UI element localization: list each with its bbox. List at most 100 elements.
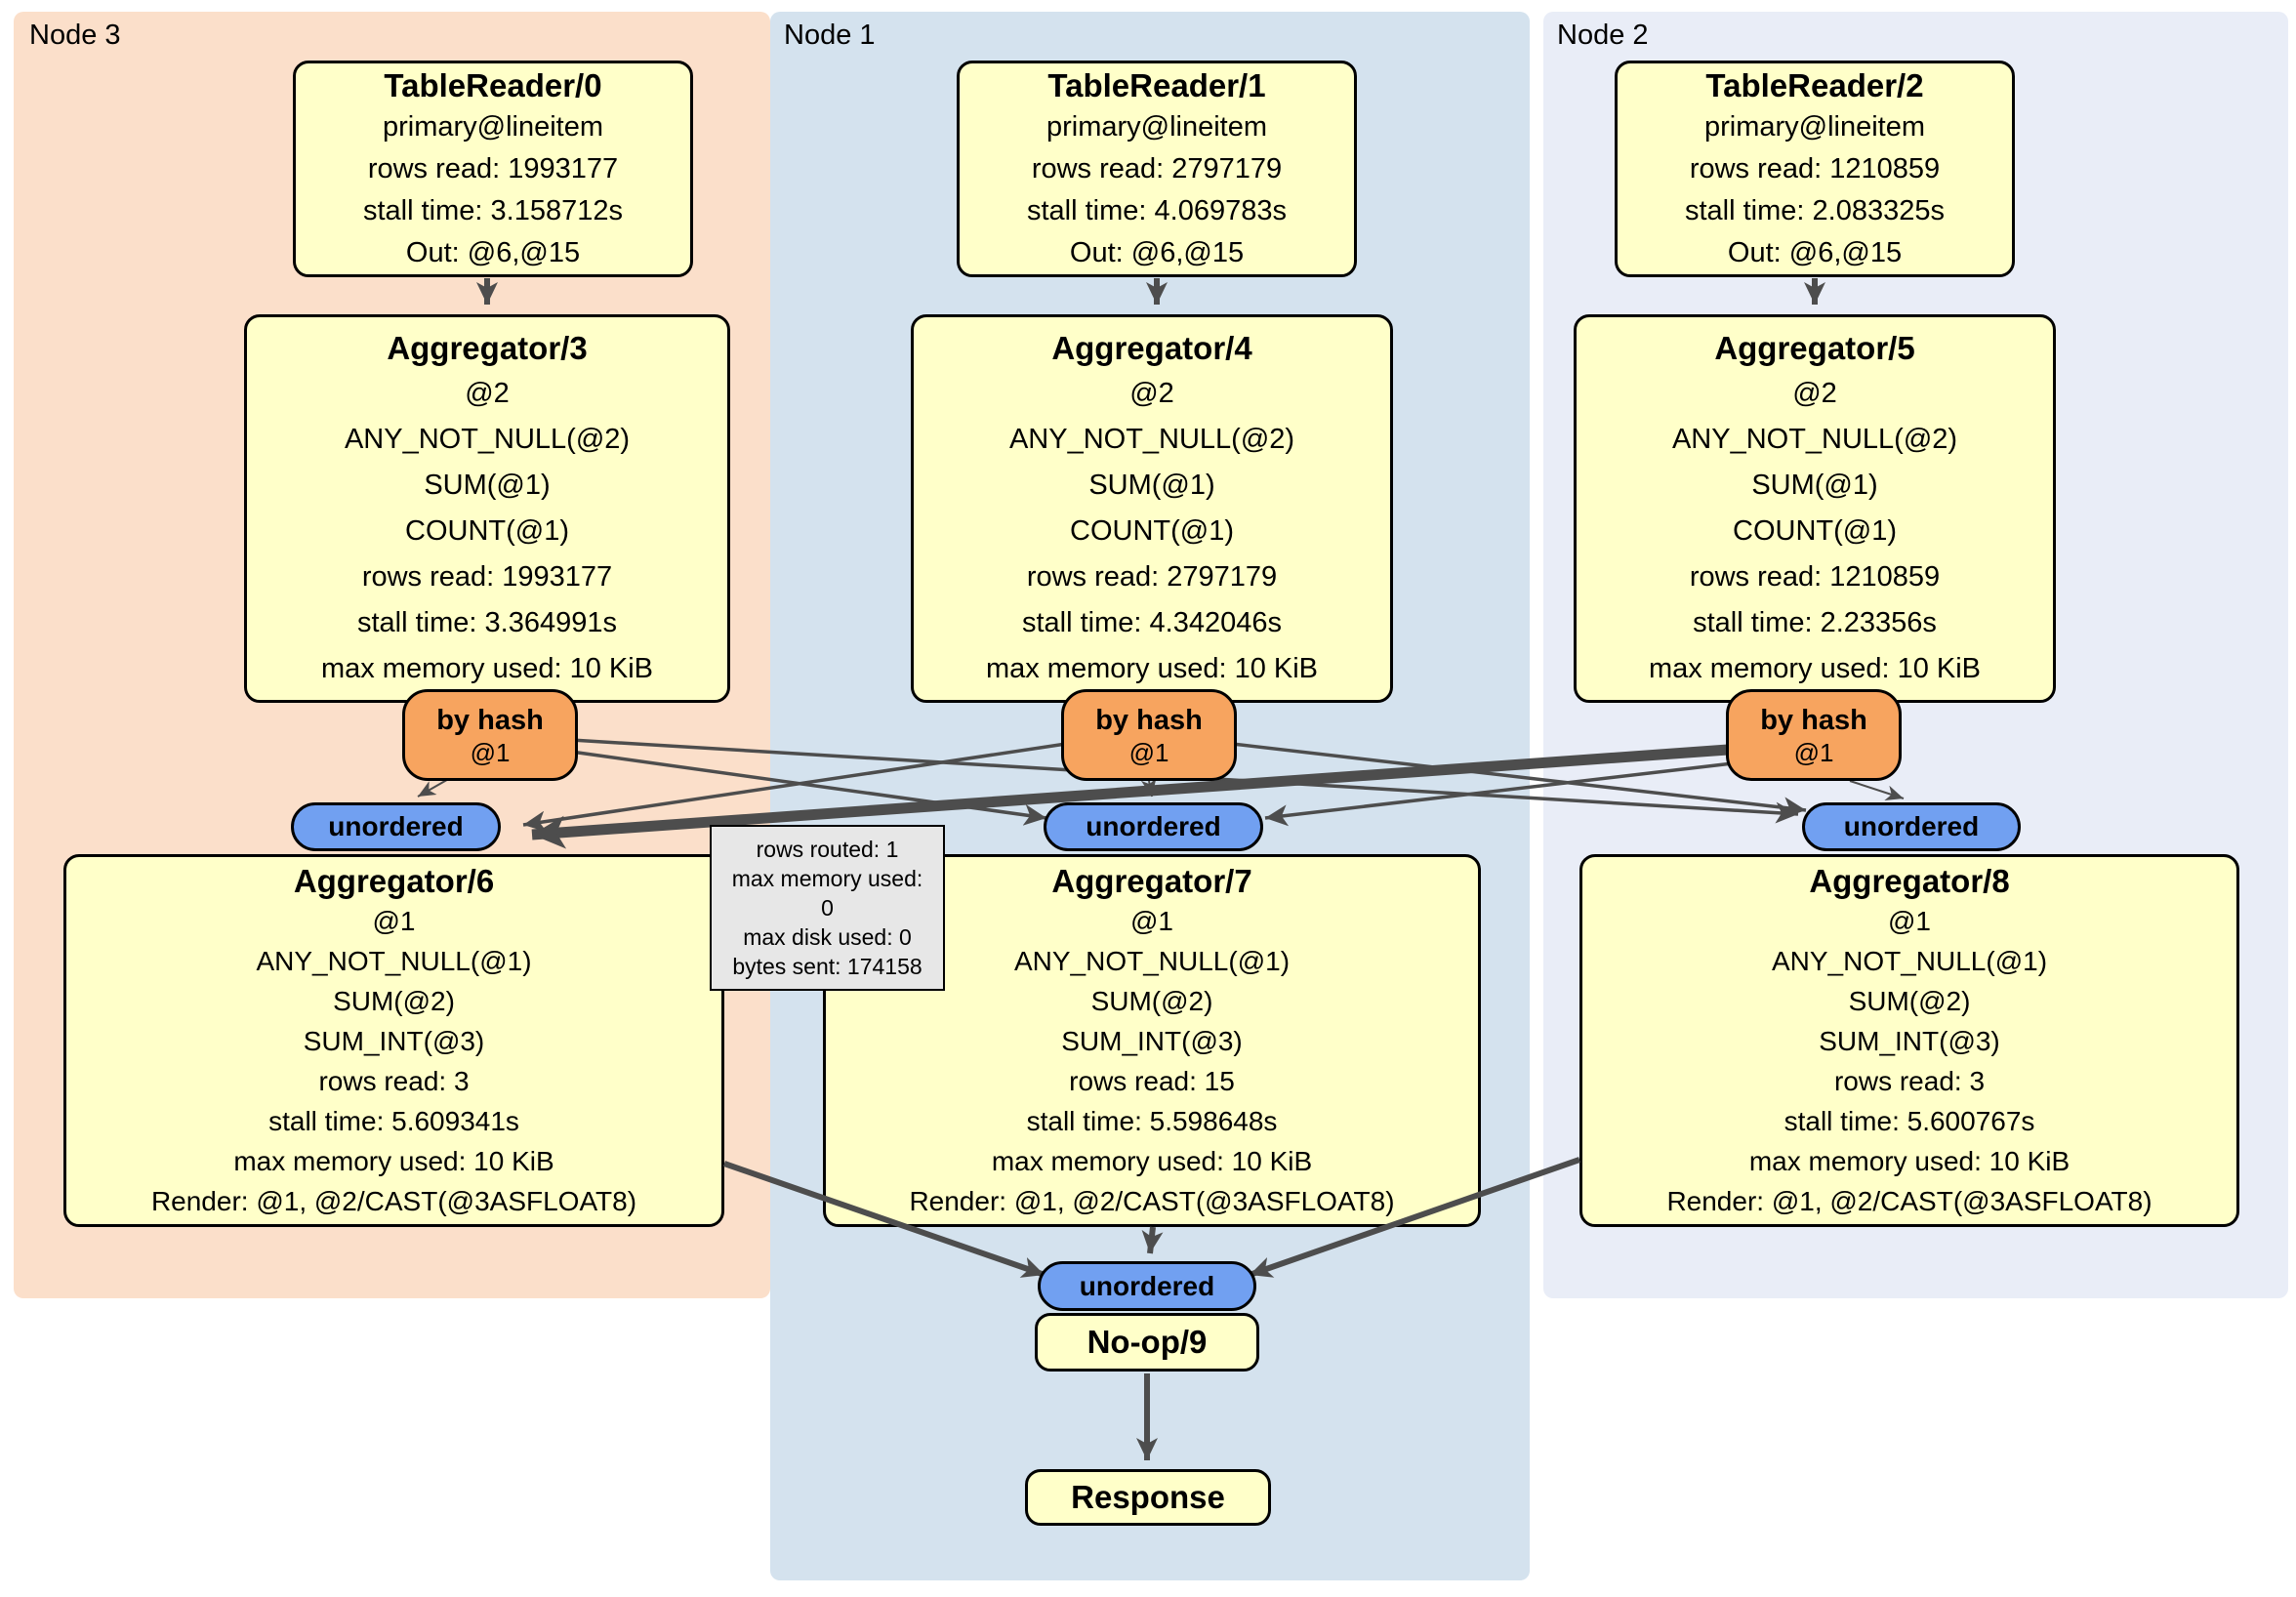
stat-line: Render: @1, @2/CAST(@3ASFLOAT8) <box>150 1185 637 1216</box>
aggregator-5-box: Aggregator/5 @2 ANY_NOT_NULL(@2) SUM(@1)… <box>1574 314 2056 703</box>
stat-line: SUM_INT(@3) <box>1061 1025 1243 1056</box>
stat-line: ANY_NOT_NULL(@2) <box>1671 424 1958 455</box>
stat-line: max memory used: 10 KiB <box>1648 653 1982 684</box>
hash-router-2: by hash @1 <box>1726 689 1902 781</box>
aggregator-3-title: Aggregator/3 <box>387 330 588 366</box>
aggregator-8-box: Aggregator/8 @1 ANY_NOT_NULL(@1) SUM(@2)… <box>1579 854 2239 1227</box>
stat-line: max memory used: 10 KiB <box>985 653 1319 684</box>
stat-line: stall time: 2.083325s <box>1685 194 1945 226</box>
stat-line: max memory used: 10 KiB <box>320 653 654 684</box>
node-3-label: Node 3 <box>29 20 121 51</box>
edge-hash2-unordered0[interactable] <box>531 744 1729 849</box>
unordered-stream-2: unordered <box>1802 802 2021 851</box>
stat-line: max memory used: 10 KiB <box>233 1145 554 1176</box>
stat-line: Render: @1, @2/CAST(@3ASFLOAT8) <box>1666 1185 2152 1216</box>
hash-router-0-label: by hash <box>436 705 544 736</box>
tooltip-line: max memory used: 0 <box>731 866 923 921</box>
stat-line: rows read: 1993177 <box>361 561 613 593</box>
stat-line: primary@lineitem <box>382 110 604 143</box>
stat-line: Out: @6,@15 <box>1069 236 1245 268</box>
stat-line: rows read: 1210859 <box>1689 152 1941 184</box>
node-2-label: Node 2 <box>1557 20 1649 51</box>
noop-box: No-op/9 <box>1035 1313 1259 1372</box>
stat-line: stall time: 4.069783s <box>1027 194 1287 226</box>
tablereader-2-box: TableReader/2 primary@lineitem rows read… <box>1615 61 2015 277</box>
stat-line: @1 <box>1888 905 1931 936</box>
aggregator-5-title: Aggregator/5 <box>1714 330 1915 366</box>
tablereader-0-box: TableReader/0 primary@lineitem rows read… <box>293 61 693 277</box>
stat-line: rows read: 15 <box>1069 1065 1235 1096</box>
stat-line: ANY_NOT_NULL(@1) <box>256 945 532 976</box>
aggregator-3-box: Aggregator/3 @2 ANY_NOT_NULL(@2) SUM(@1)… <box>244 314 730 703</box>
stat-line: ANY_NOT_NULL(@2) <box>344 424 631 455</box>
stat-line: @1 <box>1130 905 1173 936</box>
tablereader-1-box: TableReader/1 primary@lineitem rows read… <box>957 61 1357 277</box>
aggregator-7-title: Aggregator/7 <box>1051 862 1252 899</box>
stat-line: rows read: 1993177 <box>367 152 619 184</box>
stat-line: SUM(@1) <box>1088 470 1215 501</box>
hash-router-2-label: by hash <box>1760 705 1867 736</box>
tooltip-line: bytes sent: 174158 <box>732 954 922 979</box>
stat-line: COUNT(@1) <box>1070 515 1234 547</box>
stat-line: primary@lineitem <box>1703 110 1926 143</box>
final-unordered-stream: unordered <box>1038 1261 1256 1311</box>
edge-aggregator8-final <box>1249 1157 1580 1278</box>
stat-line: ANY_NOT_NULL(@1) <box>1771 945 2048 976</box>
stat-line: @2 <box>1792 378 1837 409</box>
stat-line: COUNT(@1) <box>1733 515 1897 547</box>
aggregator-6-title: Aggregator/6 <box>293 862 495 899</box>
stat-line: stall time: 5.609341s <box>268 1105 519 1136</box>
stat-line: SUM(@1) <box>1751 470 1878 501</box>
edge-aggregator7-final <box>1141 1226 1164 1254</box>
hash-router-2-columns: @1 <box>1793 738 1834 767</box>
stat-line: max memory used: 10 KiB <box>1748 1145 2070 1176</box>
unordered-stream-2-label: unordered <box>1843 811 1980 841</box>
edge-hash1-unordered2 <box>1231 742 1807 819</box>
stat-line: SUM(@2) <box>333 985 455 1016</box>
edge-hash1-unordered0 <box>522 742 1067 833</box>
hash-router-0-columns: @1 <box>470 738 511 767</box>
stat-line: stall time: 4.342046s <box>1022 607 1282 638</box>
stat-line: SUM(@2) <box>1090 985 1213 1016</box>
stat-line: rows read: 3 <box>318 1065 470 1096</box>
edge-stats-tooltip: rows routed: 1 max memory used: 0 max di… <box>710 825 945 991</box>
final-unordered-stream-label: unordered <box>1079 1270 1215 1301</box>
stat-line: @2 <box>1129 378 1174 409</box>
stat-line: ANY_NOT_NULL(@2) <box>1008 424 1295 455</box>
unordered-stream-0: unordered <box>291 802 501 851</box>
unordered-stream-1: unordered <box>1044 802 1263 851</box>
stat-line: primary@lineitem <box>1046 110 1268 143</box>
unordered-stream-0-label: unordered <box>328 811 464 841</box>
tooltip-line: rows routed: 1 <box>756 837 899 862</box>
hash-router-1: by hash @1 <box>1061 689 1237 781</box>
stat-line: rows read: 3 <box>1833 1065 1986 1096</box>
node-1-label: Node 1 <box>784 20 876 51</box>
stat-line: @2 <box>465 378 510 409</box>
stat-line: rows read: 2797179 <box>1031 152 1283 184</box>
stat-line: ANY_NOT_NULL(@1) <box>1013 945 1291 976</box>
stat-line: SUM(@1) <box>424 470 551 501</box>
tooltip-line: max disk used: 0 <box>743 924 912 950</box>
stat-line: Out: @6,@15 <box>405 236 581 268</box>
stat-line: @1 <box>372 905 416 936</box>
hash-router-1-columns: @1 <box>1128 738 1169 767</box>
stat-line: SUM_INT(@3) <box>1819 1025 2000 1056</box>
response-box: Response <box>1025 1469 1271 1526</box>
tablereader-0-title: TableReader/0 <box>384 66 602 103</box>
unordered-stream-1-label: unordered <box>1086 811 1221 841</box>
stat-line: stall time: 3.158712s <box>363 194 623 226</box>
stat-line: max memory used: 10 KiB <box>991 1145 1313 1176</box>
aggregator-4-title: Aggregator/4 <box>1051 330 1252 366</box>
edge-hash2-unordered1 <box>1264 761 1734 827</box>
stat-line: stall time: 2.23356s <box>1693 607 1937 638</box>
stat-line: stall time: 5.600767s <box>1784 1105 2035 1136</box>
stat-line: SUM(@2) <box>1848 985 1971 1016</box>
stat-line: stall time: 5.598648s <box>1026 1105 1278 1136</box>
hash-router-1-label: by hash <box>1095 705 1203 736</box>
stat-line: stall time: 3.364991s <box>357 607 617 638</box>
response-title: Response <box>1071 1479 1225 1515</box>
stat-line: COUNT(@1) <box>405 515 569 547</box>
stat-line: rows read: 2797179 <box>1026 561 1278 593</box>
